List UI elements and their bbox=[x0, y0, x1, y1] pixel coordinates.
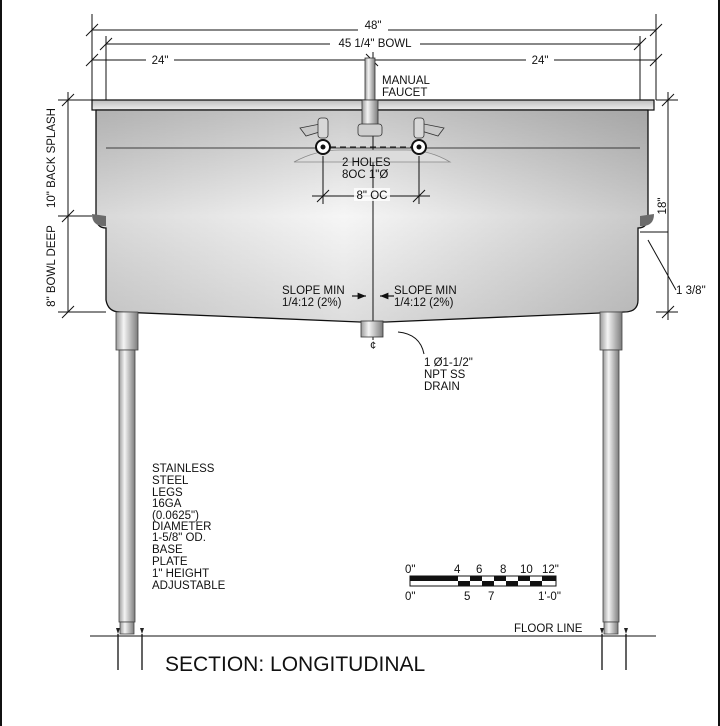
scale-top-tick-2: 6 bbox=[476, 564, 482, 576]
scale-bottom-tick-3: 1'-0" bbox=[538, 591, 561, 603]
faucet-label-line2: FAUCET bbox=[382, 87, 427, 99]
right-leg bbox=[599, 311, 628, 670]
leg-note-line10: 1" HEIGHT bbox=[152, 568, 209, 580]
dim-right-half-label: 24" bbox=[532, 55, 549, 67]
leg-note-line6: DIAMETER bbox=[152, 521, 211, 533]
faucet-label-line1: MANUAL bbox=[382, 75, 431, 87]
scale-top-tick-0: 0" bbox=[405, 564, 415, 576]
holes-label-line2: 8OC 1"Ø bbox=[342, 169, 388, 181]
dim-bowl-deep-label: 8" BOWL DEEP bbox=[46, 225, 58, 307]
scale-top-tick-3: 8 bbox=[500, 564, 506, 576]
drain-label-line2: NPT SS bbox=[424, 369, 466, 381]
scale-top-tick-1: 4 bbox=[454, 564, 461, 576]
left-handle bbox=[299, 117, 331, 155]
dim-back-splash-text: 10" BACK SPLASH bbox=[46, 108, 58, 208]
dim-faucet-oc-label: 8" OC bbox=[357, 190, 388, 202]
dim-height-right-label: 18" bbox=[657, 198, 669, 215]
floor-line-label: FLOOR LINE bbox=[514, 623, 583, 635]
drawing-title: SECTION: LONGITUDINAL bbox=[165, 653, 425, 676]
leg-note-line9: PLATE bbox=[152, 556, 188, 568]
scale-top-tick-5: 12" bbox=[542, 564, 559, 576]
dim-left-half-label: 24" bbox=[152, 55, 169, 67]
scale-bar bbox=[409, 575, 557, 587]
slope-left-line2: 1/4:12 (2%) bbox=[282, 297, 342, 309]
leg-note-line8: BASE bbox=[152, 544, 183, 556]
scale-bottom-tick-1: 5 bbox=[464, 591, 470, 603]
right-handle bbox=[411, 117, 445, 155]
leg-note-line1: STAINLESS bbox=[152, 463, 215, 475]
leg-notes: STAINLESS STEEL LEGS 16GA (0.0625") DIAM… bbox=[152, 463, 226, 592]
dim-back-splash-label: 10" BACK SPLASH bbox=[46, 108, 58, 208]
dimension-left bbox=[58, 92, 106, 319]
centerline-symbol: ¢ bbox=[370, 340, 376, 352]
leg-note-line7: 1-5/8" OD. bbox=[152, 532, 206, 544]
drain-label-line3: DRAIN bbox=[424, 381, 460, 393]
leg-note-line3: LEGS bbox=[152, 487, 183, 499]
slope-left-line1: SLOPE MIN bbox=[282, 285, 345, 297]
dim-rim-label: 1 3/8" bbox=[676, 285, 706, 297]
dim-bowl-deep-text: 8" BOWL DEEP bbox=[46, 225, 58, 307]
slope-right-line1: SLOPE MIN bbox=[394, 285, 457, 297]
scale-top-tick-4: 10 bbox=[520, 564, 533, 576]
slope-right-line2: 1/4:12 (2%) bbox=[394, 297, 454, 309]
scale-bottom-tick-2: 7 bbox=[488, 591, 494, 603]
drain bbox=[360, 320, 384, 338]
dim-bowl-label: 45 1/4" BOWL bbox=[338, 38, 412, 50]
leg-note-line2: STEEL bbox=[152, 475, 189, 487]
leg-note-line4: 16GA bbox=[152, 498, 182, 510]
holes-label-line1: 2 HOLES bbox=[342, 157, 391, 169]
left-leg bbox=[115, 311, 144, 670]
leg-note-line5: (0.0625") bbox=[152, 510, 199, 522]
drain-label-line1: 1 Ø1-1/2" bbox=[424, 357, 473, 369]
dim-overall-label: 48" bbox=[365, 20, 382, 32]
scale-bottom-tick-0: 0" bbox=[405, 591, 415, 603]
faucet bbox=[293, 57, 452, 163]
drain-leader bbox=[397, 331, 425, 355]
leg-note-line11: ADJUSTABLE bbox=[152, 580, 226, 592]
